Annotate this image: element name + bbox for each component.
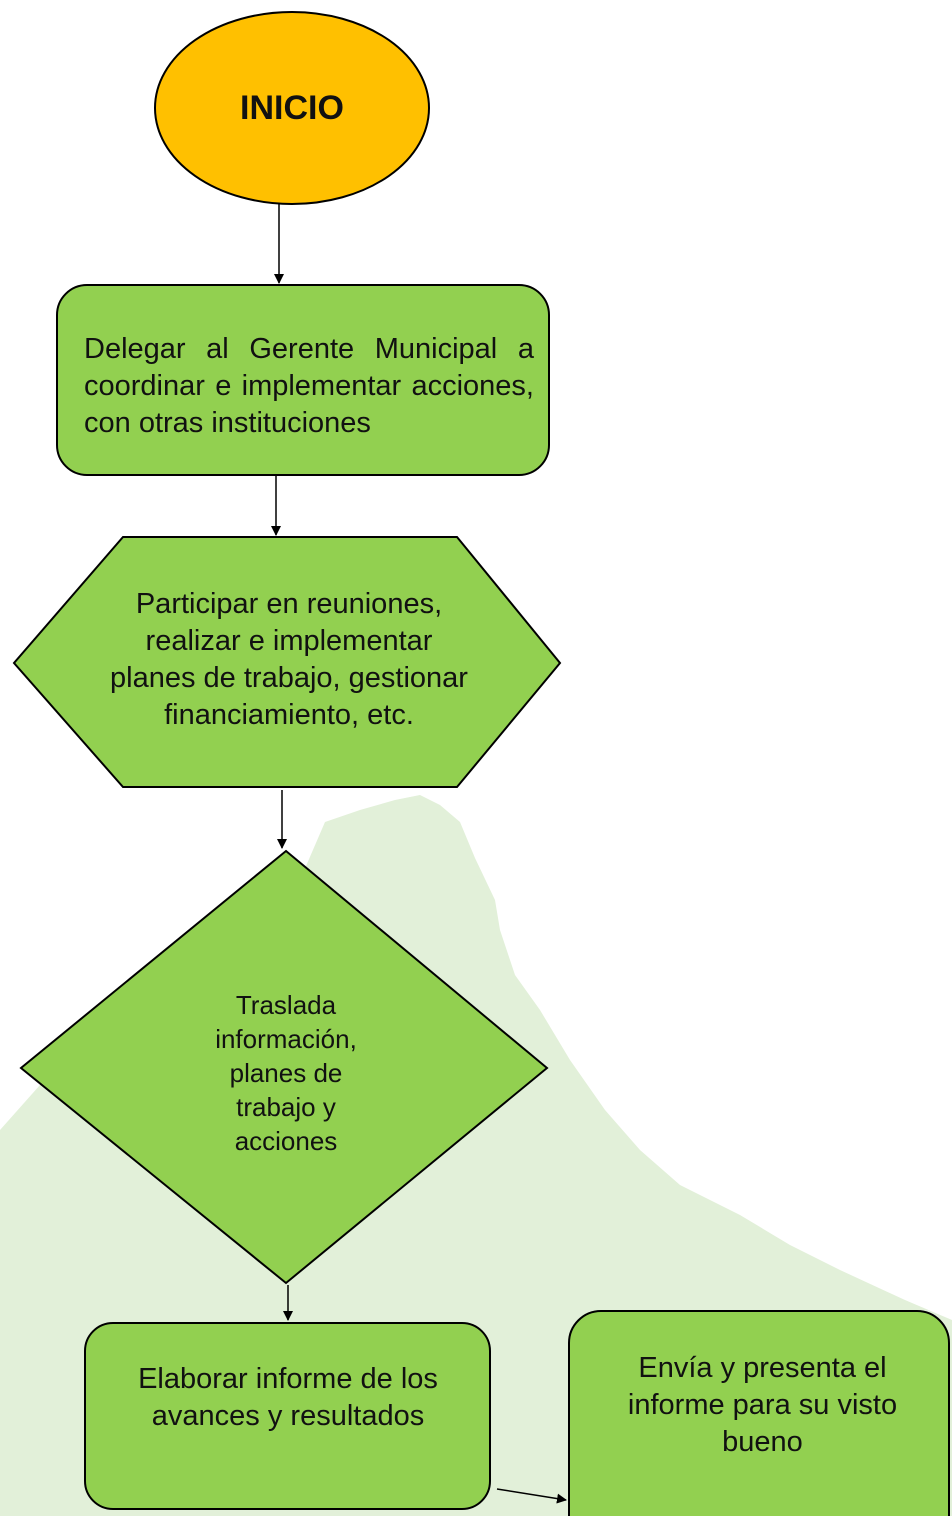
delegate-process-box xyxy=(56,284,550,476)
report-process-box xyxy=(84,1322,491,1510)
delegate-label: Delegar al Gerente Municipal a coordinar… xyxy=(84,332,534,439)
connector-report-to-send xyxy=(496,1488,567,1504)
send-process-box xyxy=(568,1310,950,1516)
transfer-diamond xyxy=(19,849,549,1285)
start-label: INICIO xyxy=(240,88,344,127)
start-ellipse xyxy=(154,11,430,205)
connectors xyxy=(271,204,567,1504)
send-label: Envía y presenta el informe para su vist… xyxy=(627,1351,898,1458)
participate-label: Participar en reuniones, realizar e impl… xyxy=(110,588,468,731)
transfer-label: Traslada información, planes de trabajo … xyxy=(215,990,357,1156)
participate-hexagon xyxy=(12,536,562,788)
report-label: Elaborar informe de los avances y result… xyxy=(138,1363,438,1432)
